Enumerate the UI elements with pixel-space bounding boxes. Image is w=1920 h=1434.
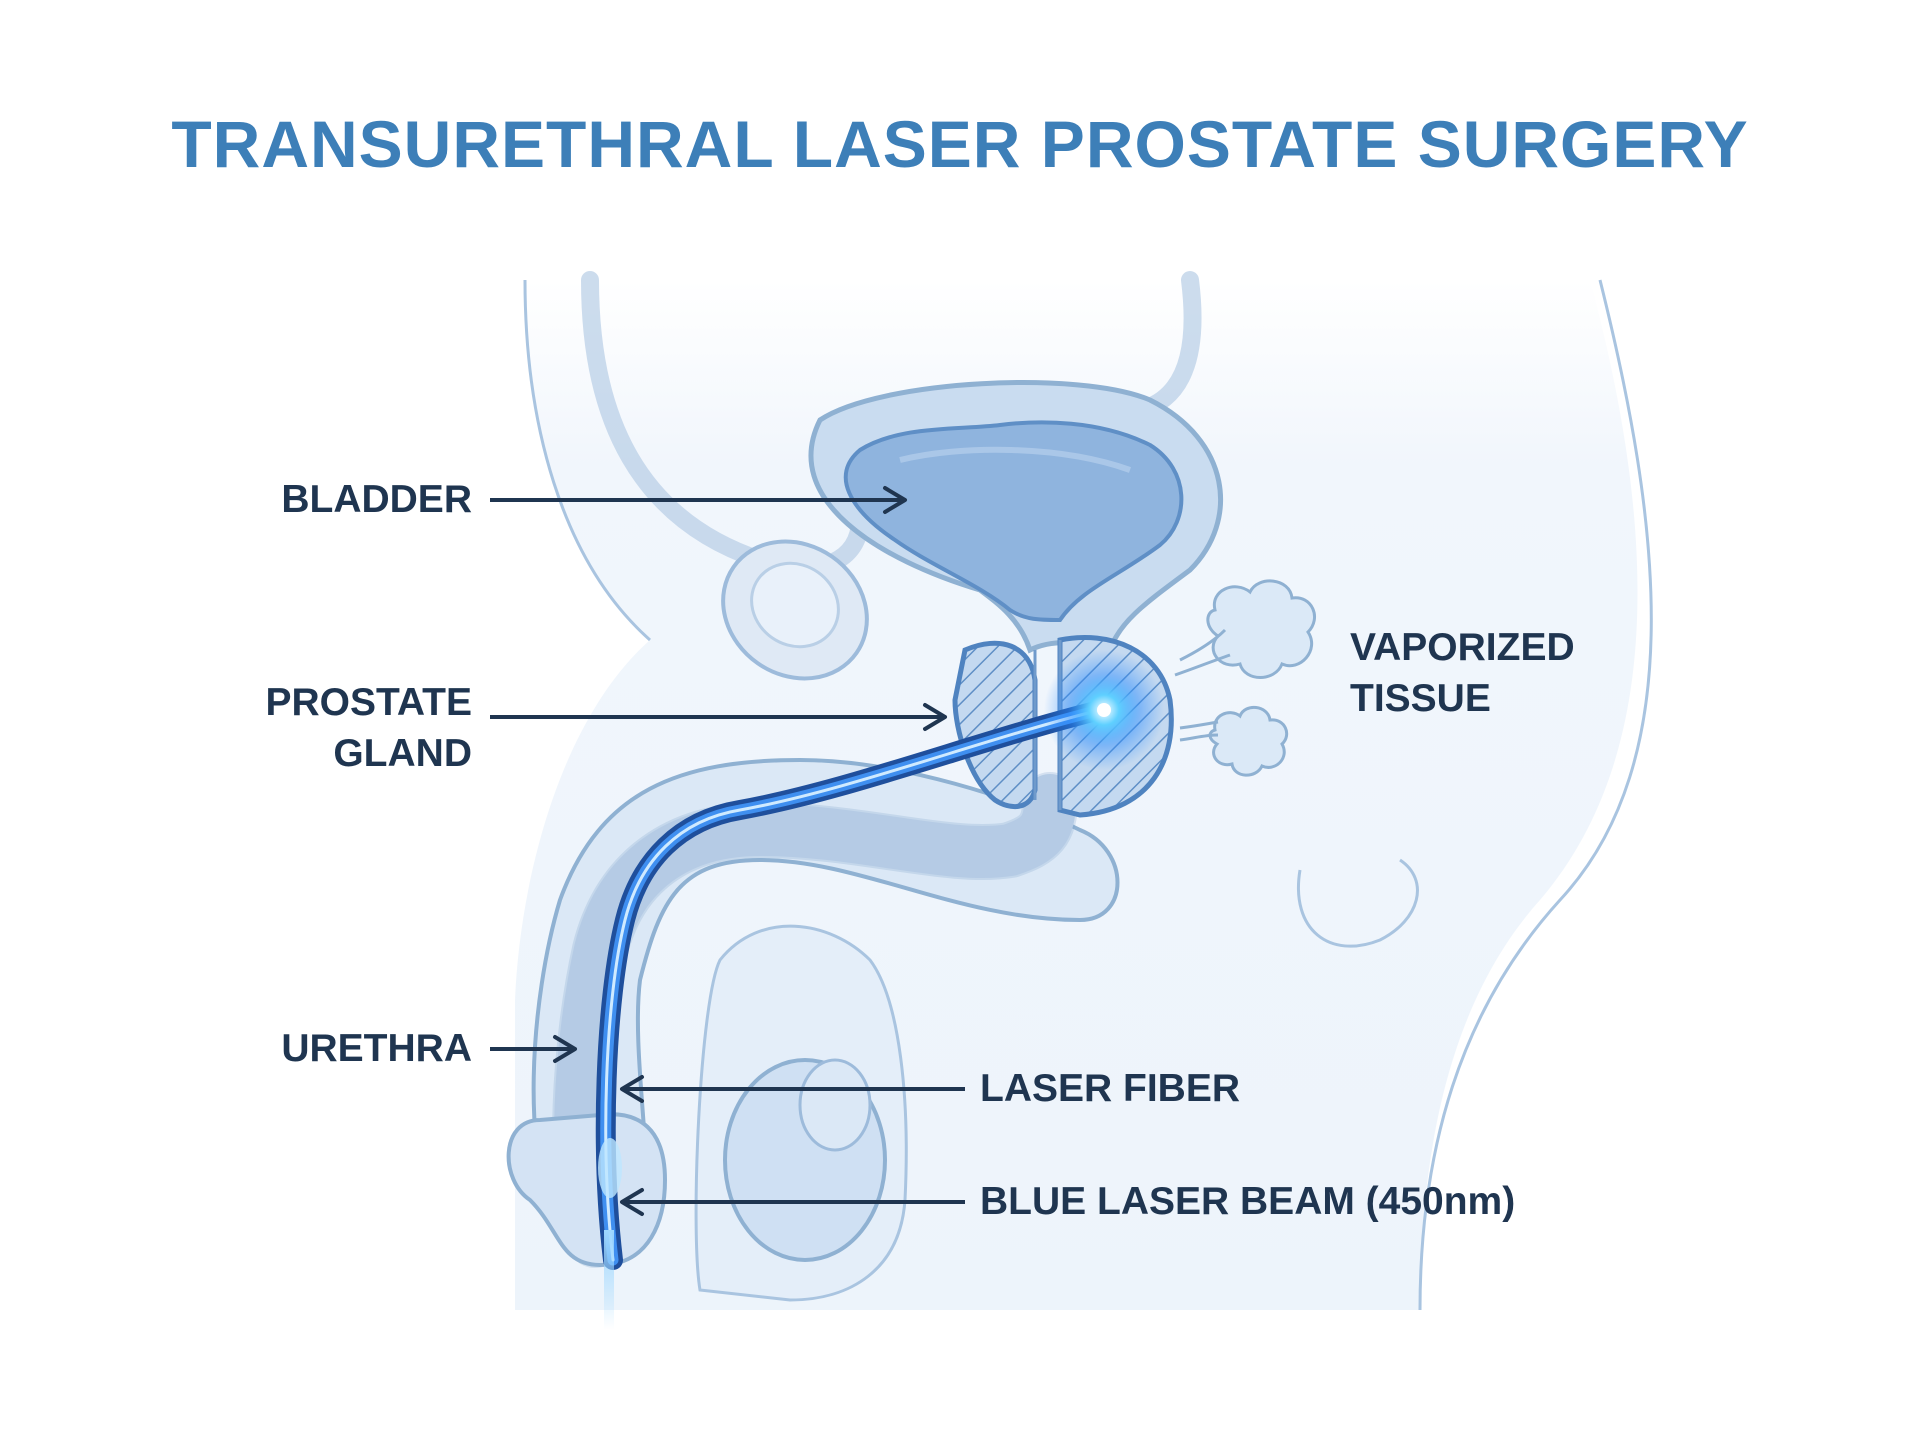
page-title: TRANSURETHRAL LASER PROSTATE SURGERY: [171, 107, 1749, 181]
label-laser-fiber: LASER FIBER: [980, 1063, 1240, 1114]
label-bladder: BLADDER: [281, 474, 472, 525]
glans: [506, 1112, 668, 1268]
label-laser-beam-text: BLUE LASER BEAM (450nm): [980, 1180, 1516, 1223]
label-vaporized-line1: VAPORIZED: [1350, 626, 1575, 669]
bladder-organ: [808, 380, 1223, 654]
penis-shaft: [531, 757, 1120, 1268]
label-prostate-line1: PROSTATE: [265, 681, 472, 724]
label-vaporized-line2: TISSUE: [1350, 677, 1491, 720]
vaporized-tissue-cloud: [1174, 579, 1317, 777]
beam-glow: [598, 1138, 622, 1198]
scrotum: [694, 924, 908, 1302]
label-bladder-text: BLADDER: [281, 478, 472, 521]
label-prostate-line2: GLAND: [333, 732, 472, 775]
laser-tip-core: [1097, 703, 1111, 717]
label-urethra: URETHRA: [281, 1023, 472, 1074]
laser-beam: [604, 1230, 614, 1330]
label-vaporized-tissue: VAPORIZED TISSUE: [1350, 622, 1575, 724]
label-laser-beam: BLUE LASER BEAM (450nm): [980, 1176, 1515, 1227]
label-laser-fiber-text: LASER FIBER: [980, 1067, 1241, 1110]
laser-fiber: [595, 700, 1110, 1270]
label-urethra-text: URETHRA: [281, 1027, 472, 1070]
callout-arrows: [490, 486, 965, 1216]
label-prostate-gland: PROSTATE GLAND: [265, 677, 472, 779]
